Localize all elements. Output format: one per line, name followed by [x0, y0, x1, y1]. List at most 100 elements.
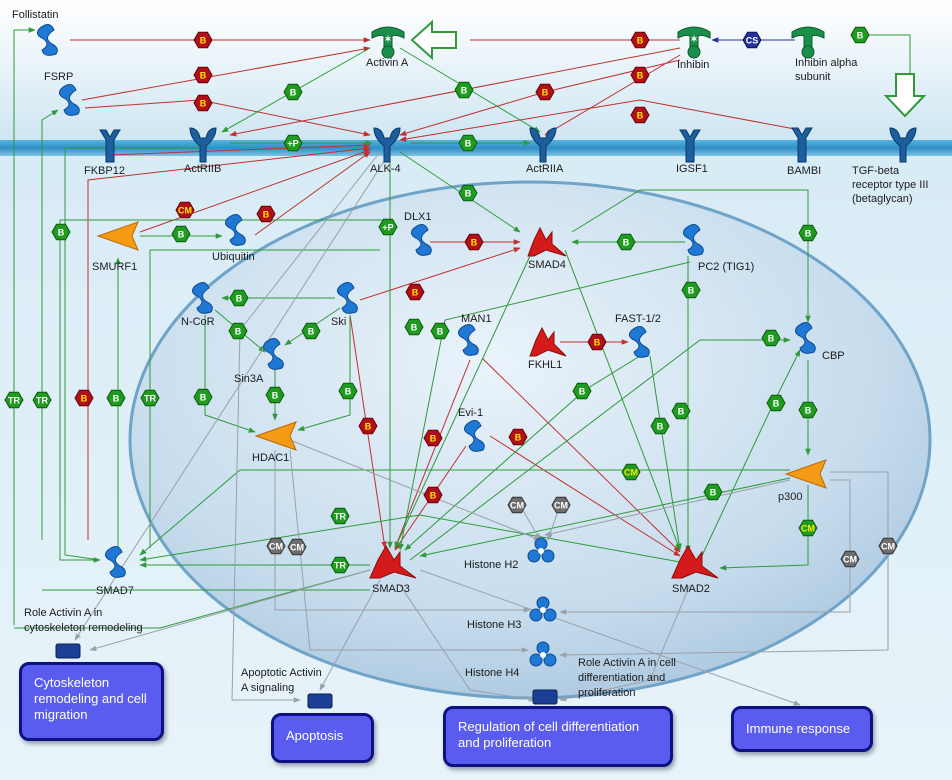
activin-a-ligand[interactable]: ✶: [371, 26, 405, 59]
hdac1-enzyme[interactable]: [254, 421, 297, 451]
badge-binding-24[interactable]: B: [405, 283, 425, 301]
badge-binding-32[interactable]: B: [193, 388, 213, 406]
badge-binding-8[interactable]: B: [630, 66, 650, 84]
badge-binding-9[interactable]: B: [535, 83, 555, 101]
badge-binding-23[interactable]: B: [229, 289, 249, 307]
badge-binding-25[interactable]: B: [228, 322, 248, 340]
histone-h4-node[interactable]: [529, 641, 557, 667]
smad7-node[interactable]: [104, 546, 126, 578]
badge-binding-28[interactable]: B: [430, 322, 450, 340]
badge-covalent-mod-53[interactable]: CM: [798, 519, 818, 537]
badge-binding-7[interactable]: B: [630, 31, 650, 49]
histone-h3-node[interactable]: [529, 596, 557, 622]
fkhl1-tf[interactable]: [529, 326, 567, 357]
badge-binding-2[interactable]: B: [193, 94, 213, 112]
badge-covalent-mod-13[interactable]: CM: [175, 201, 195, 219]
badge-binding-46[interactable]: B: [508, 428, 528, 446]
badge-binding-14[interactable]: B: [171, 225, 191, 243]
badge-transcription-34[interactable]: TR: [4, 391, 24, 409]
alk4-receptor[interactable]: [373, 127, 401, 163]
badge-binding-21[interactable]: B: [798, 224, 818, 242]
badge-binding-44[interactable]: B: [358, 417, 378, 435]
badge-binding-48[interactable]: B: [423, 486, 443, 504]
evi1-node[interactable]: [463, 420, 485, 452]
outcome-immune[interactable]: Immune response: [731, 706, 873, 752]
badge-binding-41[interactable]: B: [650, 417, 670, 435]
ski-node[interactable]: [336, 282, 358, 314]
cbp-node[interactable]: [794, 322, 816, 354]
follistatin-node[interactable]: [36, 24, 58, 56]
badge-binding-16[interactable]: B: [458, 184, 478, 202]
dlx1-node[interactable]: [410, 224, 432, 256]
badge-binding-26[interactable]: B: [301, 322, 321, 340]
pc2-node[interactable]: [682, 224, 704, 256]
bambi-receptor[interactable]: [791, 127, 813, 163]
fast12-node[interactable]: [628, 326, 650, 358]
smad3-tf[interactable]: [369, 544, 417, 579]
badge-binding-19[interactable]: B: [464, 233, 484, 251]
badge-phosphorylation-17[interactable]: +P: [378, 218, 398, 236]
badge-binding-15[interactable]: B: [256, 205, 276, 223]
tgfb-r3-receptor[interactable]: [889, 127, 917, 163]
badge-binding-29[interactable]: B: [587, 333, 607, 351]
badge-transcription-58[interactable]: TR: [330, 556, 350, 574]
sin3a-node[interactable]: [262, 338, 284, 370]
smad2-tf[interactable]: [671, 544, 719, 579]
badge-binding-37[interactable]: B: [106, 389, 126, 407]
badge-transcription-38[interactable]: TR: [140, 389, 160, 407]
badge-binding-31[interactable]: B: [265, 386, 285, 404]
badge-binding-40[interactable]: B: [671, 402, 691, 420]
badge-binding-20[interactable]: B: [616, 233, 636, 251]
outcome-apoptosis[interactable]: Apoptosis: [271, 713, 374, 763]
igsf1-receptor[interactable]: [679, 129, 701, 163]
fsrp-node[interactable]: [58, 84, 80, 116]
badge-binding-10[interactable]: B: [630, 106, 650, 124]
process-cytoskeleton-marker[interactable]: [55, 643, 81, 659]
badge-covalent-mod-54[interactable]: CM: [266, 537, 286, 555]
badge-covalent-mod-55[interactable]: CM: [287, 538, 307, 556]
actriia-receptor[interactable]: [529, 127, 557, 163]
badge-binding-22[interactable]: B: [681, 281, 701, 299]
badge-covalent-mod-50[interactable]: CM: [507, 496, 527, 514]
badge-binding-0[interactable]: B: [193, 31, 213, 49]
man1-node[interactable]: [457, 324, 479, 356]
badge-covalent-mod-57[interactable]: CM: [840, 550, 860, 568]
badge-covalent-mod-56[interactable]: CM: [878, 537, 898, 555]
badge-binding-49[interactable]: B: [703, 483, 723, 501]
p300-enzyme[interactable]: [784, 459, 827, 489]
inhibin-alpha-ligand[interactable]: [791, 26, 825, 59]
badge-shape: [423, 486, 443, 504]
badge-binding-6[interactable]: B: [458, 134, 478, 152]
badge-binding-39[interactable]: B: [572, 382, 592, 400]
smad4-tf[interactable]: [527, 226, 567, 257]
badge-binding-42[interactable]: B: [766, 394, 786, 412]
inhibin-ligand[interactable]: ✶: [677, 26, 711, 59]
badge-binding-33[interactable]: B: [338, 382, 358, 400]
histone-h2-node[interactable]: [527, 537, 555, 563]
badge-cleavage-11[interactable]: CS: [742, 31, 762, 49]
badge-binding-45[interactable]: B: [423, 429, 443, 447]
badge-phosphorylation-5[interactable]: +P: [283, 134, 303, 152]
badge-binding-27[interactable]: B: [404, 318, 424, 336]
badge-binding-43[interactable]: B: [798, 401, 818, 419]
ubiquitin-node[interactable]: [224, 214, 246, 246]
process-apoptotic-marker[interactable]: [307, 693, 333, 709]
badge-binding-36[interactable]: B: [74, 389, 94, 407]
badge-binding-18[interactable]: B: [51, 223, 71, 241]
actriib-receptor[interactable]: [189, 127, 217, 163]
fkbp12-receptor[interactable]: [99, 129, 121, 163]
outcome-regulation[interactable]: Regulation of cell differentiation and p…: [443, 706, 673, 767]
smurf1-enzyme[interactable]: [96, 221, 139, 251]
ncor-node[interactable]: [191, 282, 213, 314]
badge-transcription-35[interactable]: TR: [32, 391, 52, 409]
outcome-cytoskeleton[interactable]: Cytoskeleton remodeling and cell migrati…: [19, 662, 164, 741]
badge-binding-3[interactable]: B: [283, 83, 303, 101]
badge-binding-30[interactable]: B: [761, 329, 781, 347]
badge-covalent-mod-47[interactable]: CM: [621, 463, 641, 481]
badge-covalent-mod-51[interactable]: CM: [551, 496, 571, 514]
process-differentiation-marker[interactable]: [532, 689, 558, 705]
badge-transcription-52[interactable]: TR: [330, 507, 350, 525]
badge-binding-4[interactable]: B: [454, 81, 474, 99]
badge-binding-1[interactable]: B: [193, 66, 213, 84]
badge-binding-12[interactable]: B: [850, 26, 870, 44]
